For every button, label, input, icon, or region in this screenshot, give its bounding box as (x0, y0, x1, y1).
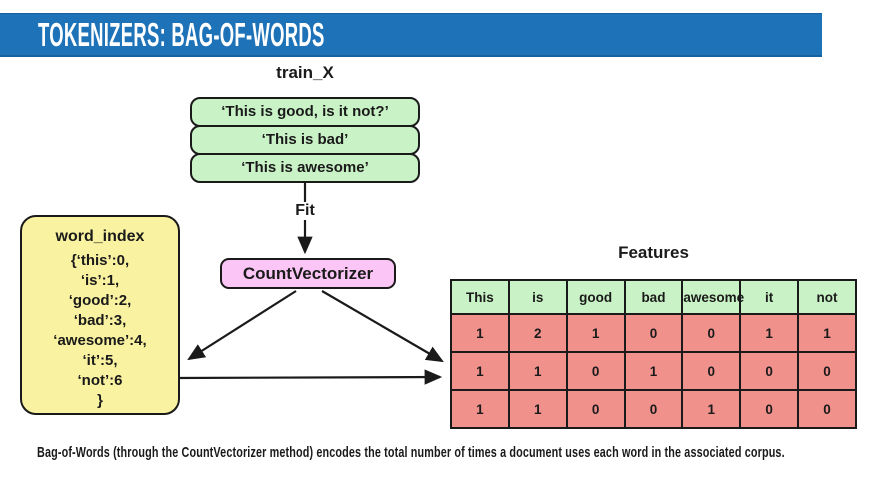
table-row: 1 1 0 1 0 0 0 (450, 351, 857, 391)
count-cell: 1 (623, 351, 684, 391)
caption: Bag-of-Words (through the CountVectorize… (37, 444, 785, 461)
train-x-label: train_X (276, 63, 334, 82)
word-index-line: ‘bad’:3, (73, 312, 127, 329)
column-header: bad (623, 279, 684, 315)
word-index-line: ‘is’:1, (80, 272, 120, 289)
count-cell: 1 (450, 313, 510, 353)
sentence-box: ‘This is awesome’ (190, 153, 420, 183)
count-cell: 0 (797, 389, 857, 429)
count-cell: 0 (797, 351, 857, 391)
column-header: good (565, 279, 626, 315)
header-bar: TOKENIZERS: BAG-OF-WORDS (0, 13, 822, 57)
word-index-line: ‘it’:5, (82, 352, 118, 369)
sentence-box: ‘This is bad’ (190, 125, 420, 155)
arrow-vectorizer-to-features (321, 290, 444, 363)
count-cell: 0 (739, 389, 800, 429)
count-cell: 0 (565, 389, 626, 429)
count-cell: 0 (739, 351, 800, 391)
word-index-title: word_index (55, 228, 145, 245)
count-cell: 0 (623, 313, 684, 353)
page-title: TOKENIZERS: BAG-OF-WORDS (38, 15, 325, 53)
column-header: it (739, 279, 800, 315)
count-cell: 1 (565, 313, 626, 353)
arrow-vectorizer-to-word-index (187, 290, 297, 361)
table-row: 1 1 0 0 1 0 0 (450, 389, 857, 429)
count-cell: 1 (450, 389, 510, 429)
count-cell: 0 (681, 351, 742, 391)
fit-label: Fit (287, 202, 323, 220)
features-title: Features (618, 243, 689, 262)
count-cell: 1 (739, 313, 800, 353)
count-cell: 2 (507, 313, 568, 353)
features-header-row: This is good bad awesome it not (450, 279, 857, 315)
word-index-line: {‘this’:0, (70, 252, 130, 269)
sentence-box: ‘This is good, is it not?’ (190, 97, 420, 127)
word-index-line: } (97, 392, 103, 409)
countvectorizer-box: CountVectorizer (220, 258, 396, 289)
word-index-box: word_index {‘this’:0, ‘is’:1, ‘good’:2, … (20, 215, 180, 415)
count-cell: 1 (450, 351, 510, 391)
count-cell: 0 (623, 389, 684, 429)
count-cell: 1 (681, 389, 742, 429)
features-table: This is good bad awesome it not 1 2 1 0 … (450, 279, 857, 429)
count-cell: 1 (507, 351, 568, 391)
word-index-line: ‘good’:2, (68, 292, 132, 309)
column-header: is (507, 279, 568, 315)
count-cell: 1 (507, 389, 568, 429)
count-cell: 0 (565, 351, 626, 391)
table-row: 1 2 1 0 0 1 1 (450, 313, 857, 353)
word-index-line: ‘awesome’:4, (53, 332, 147, 349)
column-header: awesome (681, 279, 744, 315)
column-header: This (450, 279, 510, 315)
count-cell: 1 (797, 313, 857, 353)
column-header: not (797, 279, 857, 315)
train-sentence-stack: ‘This is good, is it not?’ ‘This is bad’… (190, 97, 420, 183)
count-cell: 0 (681, 313, 742, 353)
word-index-line: ‘not’:6 (77, 372, 123, 389)
arrow-word-index-to-features (175, 369, 443, 385)
